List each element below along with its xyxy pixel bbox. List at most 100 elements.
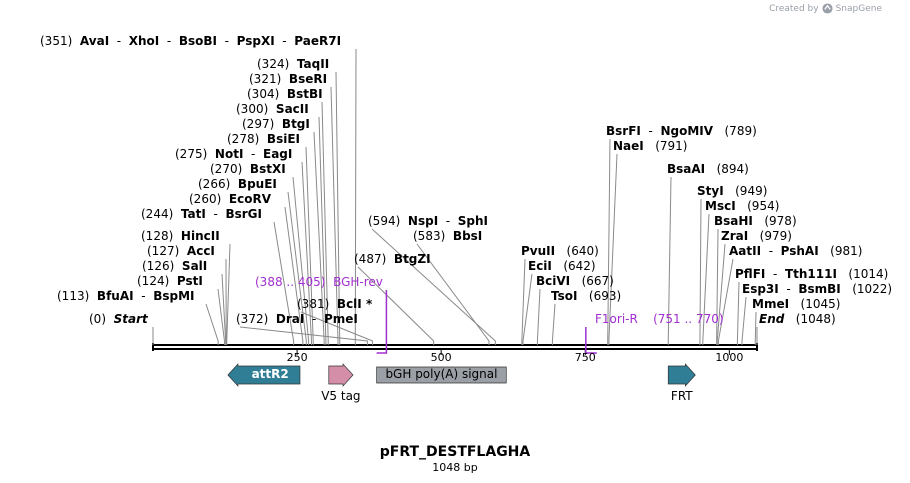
site-enzyme-names: EciI	[528, 259, 552, 273]
enzyme-name: SphI	[457, 214, 489, 228]
primer-name: BGH-rev	[333, 275, 383, 289]
site-leader-line	[522, 273, 533, 345]
restriction-site-label: (266) BpuEI	[198, 177, 277, 191]
enzyme-name: PshAI	[780, 244, 819, 258]
site-position: (487)	[354, 252, 387, 266]
restriction-site-label: (124) PstI	[137, 274, 203, 288]
enzyme-name: XhoI	[128, 34, 160, 48]
enzyme-name: NspI	[407, 214, 439, 228]
enzyme-name: BtgI	[281, 117, 310, 131]
site-leader-line	[699, 198, 702, 345]
site-enzyme-names: PvuII	[521, 244, 555, 258]
restriction-site-label: (260) EcoRV	[189, 192, 271, 206]
restriction-site-label: BsaAI (894)	[667, 162, 749, 176]
site-position: (300)	[236, 102, 269, 116]
restriction-site-label: (278) BsiEI	[227, 132, 300, 146]
restriction-site-label: StyI (949)	[697, 184, 767, 198]
site-leader-line	[301, 161, 312, 345]
feature-label: V5 tag	[321, 389, 361, 403]
enzyme-name: EagI	[263, 147, 293, 161]
site-position: (275)	[175, 147, 208, 161]
site-position: (113)	[57, 289, 90, 303]
enzyme-name: BsiEI	[266, 132, 300, 146]
site-position: (978)	[764, 214, 797, 228]
credit-text: Created by	[769, 3, 819, 14]
ruler-tick-label: 500	[430, 351, 452, 364]
enzyme-name: BstXI	[249, 162, 286, 176]
plasmid-size: 1048 bp	[432, 461, 478, 474]
primer-range: (388 .. 405)	[255, 275, 326, 289]
enzyme-name: MscI	[705, 199, 736, 213]
restriction-site-label: (126) SalI	[142, 259, 207, 273]
restriction-site-label: (244) TatI - BsrGI	[141, 207, 262, 221]
primer-label: F1ori-R (751 .. 770)	[595, 312, 724, 326]
site-leader-line	[702, 213, 710, 345]
site-enzyme-names: PflFI - Tth111I	[735, 267, 837, 281]
site-leader-line	[205, 303, 219, 345]
site-enzyme-names: BbsI	[453, 229, 482, 243]
enzyme-name: BstBI	[286, 87, 323, 101]
ruler-tick-label: 250	[286, 351, 308, 364]
site-enzyme-names: BclI *	[337, 297, 372, 311]
primer-label: (388 .. 405) BGH-rev	[255, 275, 383, 289]
restriction-site-label: NaeI (791)	[613, 139, 687, 153]
restriction-site-label: (128) HincII	[141, 229, 220, 243]
credit-brand: SnapGene	[835, 3, 882, 14]
feature-v5-tag	[328, 363, 354, 387]
snapgene-credit: Created by SnapGene	[769, 3, 882, 14]
site-enzyme-names: BsrFI - NgoMIV	[606, 124, 714, 138]
feature-label: bGH poly(A) signal	[385, 367, 498, 381]
site-enzyme-names: TaqII	[297, 57, 329, 71]
enzyme-name: PflFI	[735, 267, 766, 281]
enzyme-name: NgoMIV	[660, 124, 714, 138]
enzyme-name: HincII	[180, 229, 220, 243]
enzyme-name: Esp3I	[742, 282, 779, 296]
site-enzyme-names: NspI - SphI	[407, 214, 489, 228]
feature-attr2	[227, 363, 301, 387]
primer-name: F1ori-R	[595, 312, 638, 326]
site-position: (981)	[830, 244, 863, 258]
enzyme-name: NotI	[214, 147, 244, 161]
restriction-site-label: (372) DraI - PmeI	[236, 312, 358, 326]
restriction-site-label: (351) AvaI - XhoI - BsoBI - PspXI - PaeR…	[40, 34, 341, 48]
site-enzyme-names: BseRI	[289, 72, 327, 86]
enzyme-name: BpuEI	[237, 177, 277, 191]
site-position: (594)	[368, 214, 401, 228]
site-leader-line	[741, 296, 747, 345]
enzyme-name: BsoBI	[178, 34, 218, 48]
restriction-site-label: BsaHI (978)	[714, 214, 797, 228]
restriction-site-label: (113) BfuAI - BspMI	[57, 289, 194, 303]
primer-arrow	[585, 327, 597, 354]
enzyme-name: TaqII	[296, 57, 330, 71]
site-enzyme-names: Start	[114, 312, 148, 326]
enzyme-name: BsmBI	[798, 282, 841, 296]
site-enzyme-names: BstBI	[287, 87, 323, 101]
site-position: (244)	[141, 207, 174, 221]
enzyme-name: DraI	[275, 312, 305, 326]
enzyme-name: BbsI	[452, 229, 483, 243]
enzyme-name: BfuAI	[96, 289, 134, 303]
enzyme-name: BseRI	[288, 72, 328, 86]
site-leader-line	[221, 273, 227, 345]
site-position: (791)	[655, 139, 688, 153]
feature-frt	[667, 363, 696, 387]
site-position: (126)	[142, 259, 175, 273]
site-position: (266)	[198, 177, 231, 191]
enzyme-name: AatII	[729, 244, 762, 258]
enzyme-name: BsrFI	[606, 124, 641, 138]
enzyme-name: TatI	[180, 207, 206, 221]
site-enzyme-names: PstI	[177, 274, 203, 288]
restriction-site-label: (381) BclI *	[297, 297, 372, 311]
site-position: (789)	[724, 124, 757, 138]
site-leader-line	[318, 116, 327, 345]
site-position: (128)	[141, 229, 174, 243]
site-leader-line	[754, 311, 757, 345]
enzyme-name: Start	[113, 312, 148, 326]
site-position: (127)	[147, 244, 180, 258]
site-leader-line	[321, 101, 329, 345]
enzyme-name: PspXI	[236, 34, 275, 48]
site-leader-line	[292, 176, 310, 345]
site-leader-line	[717, 258, 734, 345]
restriction-site-label: (270) BstXI	[210, 162, 286, 176]
